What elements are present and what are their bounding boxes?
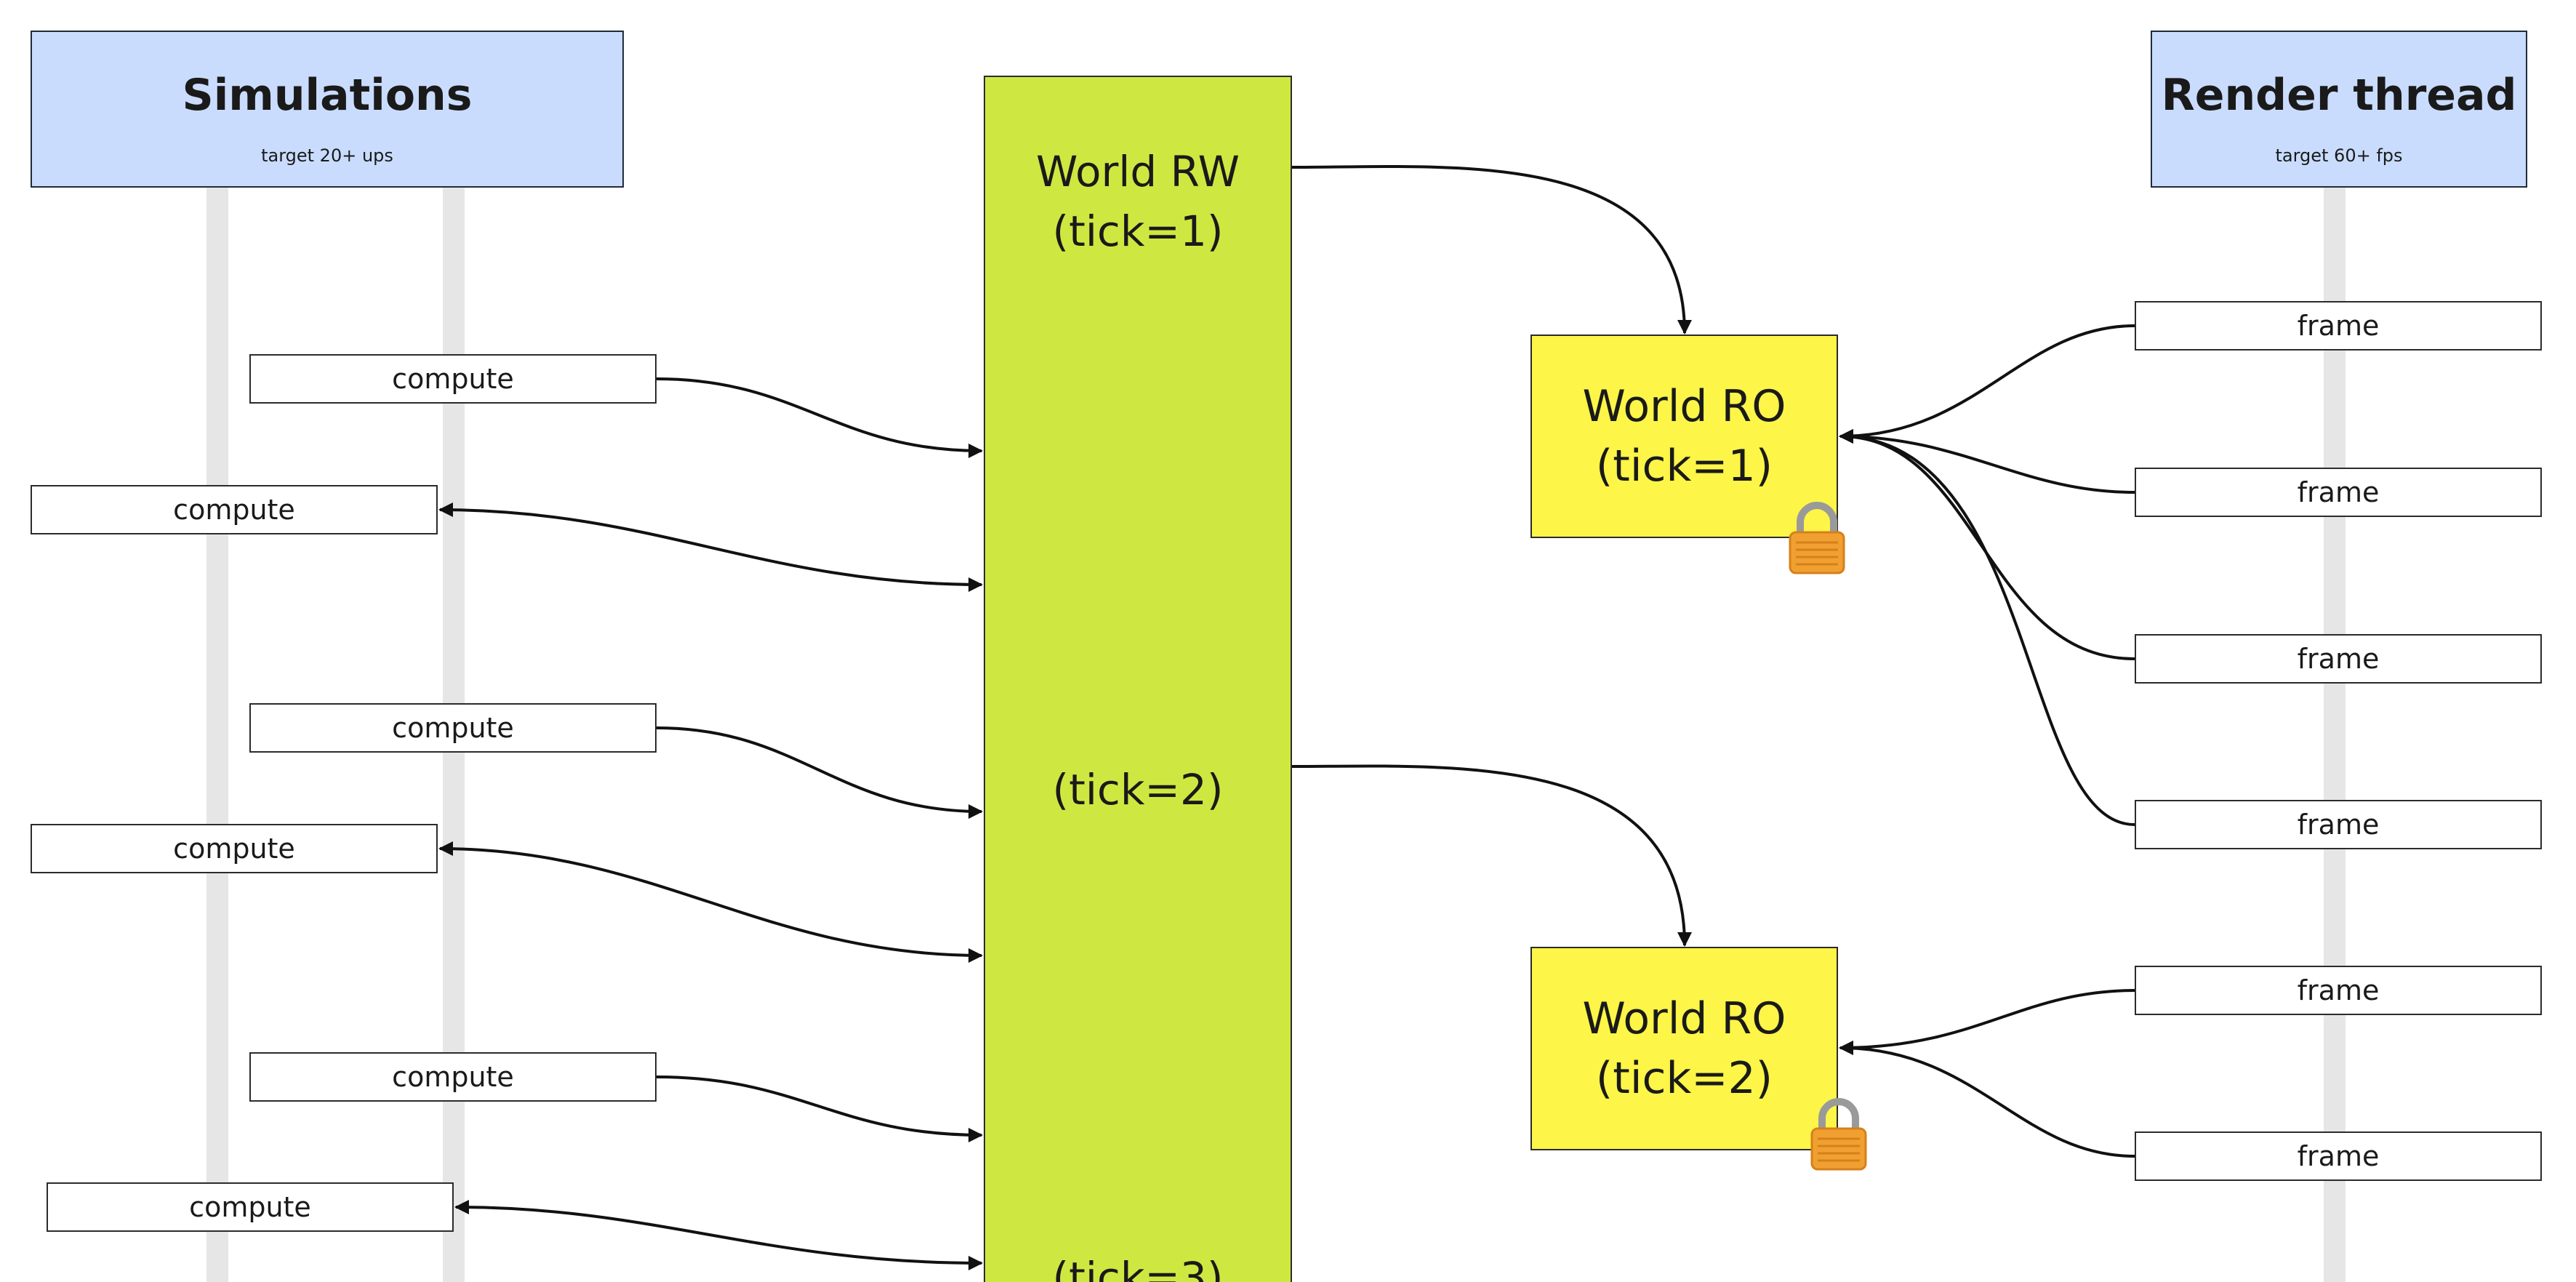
world-rw-tick-1: (tick=1) (1052, 207, 1224, 256)
sim-lane-1 (206, 188, 228, 1282)
world-rw-tick-2: (tick=2) (1052, 765, 1224, 814)
world-ro-box-2: World RO (tick=2) (1530, 947, 1838, 1150)
compute-box: compute (31, 824, 438, 873)
frame-box: frame (2135, 966, 2542, 1015)
simulations-header: Simulations target 20+ ups (31, 31, 624, 188)
arrow-compute-to-rw (656, 377, 983, 458)
world-ro-box-1: World RO (tick=1) (1530, 334, 1838, 538)
render-lane (2324, 188, 2346, 1282)
render-thread-title: Render thread (2161, 70, 2517, 121)
render-thread-subtitle: target 60+ fps (2275, 145, 2403, 166)
compute-box: compute (249, 703, 657, 753)
world-ro-title: World RO (1582, 993, 1786, 1044)
arrow-rw-to-compute (454, 1200, 983, 1270)
render-thread-header: Render thread target 60+ fps (2151, 31, 2527, 188)
arrow-rw-to-compute (438, 502, 983, 592)
world-ro-tick: (tick=2) (1595, 1053, 1773, 1104)
arrow-frame-to-ro (1839, 324, 2135, 444)
arrow-frame-to-ro (1839, 989, 2135, 1055)
frame-box: frame (2135, 1131, 2542, 1181)
arrow-compute-to-rw (656, 1075, 983, 1142)
arrow-frame-to-ro (1839, 429, 2135, 826)
lock-icon (1810, 1098, 1867, 1171)
arrow-frame-to-ro (1839, 429, 2135, 494)
compute-box: compute (47, 1182, 454, 1232)
arrow-rw-to-ro-2 (1291, 764, 1692, 947)
arrow-frame-to-ro (1839, 1041, 2135, 1158)
arrow-compute-to-rw (656, 726, 983, 819)
world-ro-title: World RO (1582, 381, 1786, 432)
arrow-rw-to-compute (438, 841, 983, 963)
compute-box: compute (249, 1052, 657, 1102)
frame-box: frame (2135, 800, 2542, 849)
simulations-subtitle: target 20+ ups (261, 145, 393, 166)
frame-box: frame (2135, 634, 2542, 684)
arrow-rw-to-ro-1 (1291, 164, 1692, 334)
world-rw-block: World RW (tick=1) (tick=2) (tick=3) (984, 76, 1292, 1282)
compute-box: compute (31, 485, 438, 534)
world-rw-title: World RW (1036, 147, 1240, 196)
frame-box: frame (2135, 301, 2542, 350)
simulations-title: Simulations (182, 70, 473, 121)
frame-box: frame (2135, 468, 2542, 517)
world-rw-tick-3: (tick=3) (1052, 1253, 1224, 1282)
arrow-frame-to-ro (1839, 429, 2135, 660)
lock-icon (1789, 502, 1845, 574)
compute-box: compute (249, 354, 657, 404)
world-ro-tick: (tick=1) (1595, 441, 1773, 492)
